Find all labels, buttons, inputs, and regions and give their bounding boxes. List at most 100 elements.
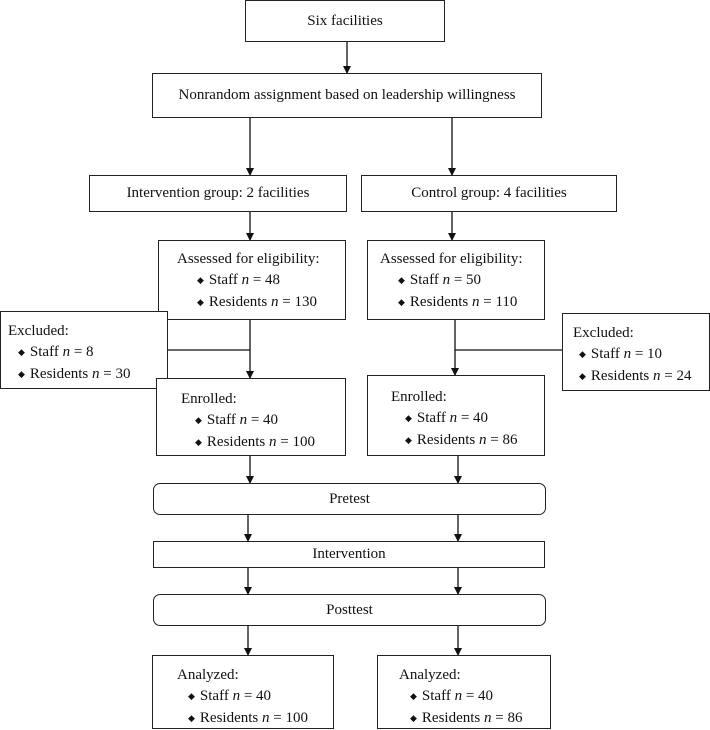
equals-sign: = xyxy=(479,294,496,310)
assessed-intervention-staff: ◆ Staff n = 48 xyxy=(177,270,345,292)
n-symbol: n xyxy=(232,688,241,704)
bullet-icon: ◆ xyxy=(195,415,202,425)
equals-sign: = xyxy=(247,412,264,428)
staff-count: 40 xyxy=(263,412,279,428)
analyzed-heading: Analyzed: xyxy=(399,667,461,683)
bullet-icon: ◆ xyxy=(18,369,25,379)
six-facilities-label: Six facilities xyxy=(307,12,383,29)
bullet-icon: ◆ xyxy=(398,297,405,307)
intervention-group-label: Intervention group: 2 facilities xyxy=(126,185,310,201)
staff-label: Staff xyxy=(416,410,446,426)
n-symbol: n xyxy=(484,710,492,726)
assessed-intervention-box: Assessed for eligibility: ◆Staff n = 48 … xyxy=(158,240,346,320)
equals-sign: = xyxy=(276,434,293,450)
assessed-heading: Assessed for eligibility: xyxy=(380,251,523,267)
staff-label: Staff xyxy=(208,272,238,288)
bullet-icon: ◆ xyxy=(405,413,412,423)
n-symbol: n xyxy=(262,710,270,726)
excluded-heading: Excluded: xyxy=(573,325,634,341)
pretest-label: Pretest xyxy=(329,490,370,507)
n-symbol: n xyxy=(442,272,451,288)
enrolled-intervention-box: Enrolled: ◆ Staff n = 40 ◆ Residents n = 1… xyxy=(156,378,346,456)
residents-label: Residents xyxy=(29,366,89,382)
n-symbol: n xyxy=(479,432,487,448)
excluded-intervention-residents: ◆Residents n = 30 xyxy=(8,364,167,386)
excluded-control-box: Excluded: ◆ Staff n = 10 ◆ Residents n = 2… xyxy=(562,313,710,391)
staff-count: 40 xyxy=(256,688,272,704)
assignment-label: Nonrandom assignment based on leadership… xyxy=(178,87,516,103)
n-symbol: n xyxy=(269,434,277,450)
n-symbol: n xyxy=(454,688,463,704)
bullet-icon: ◆ xyxy=(579,371,586,381)
residents-count: 86 xyxy=(502,432,518,448)
assessed-heading: Assessed for eligibility: xyxy=(177,251,320,267)
staff-count: 8 xyxy=(86,344,94,360)
bullet-icon: ◆ xyxy=(410,713,417,723)
analyzed-control-box: Analyzed: ◆Staff n = 40 ◆Residents n = 8… xyxy=(377,655,551,729)
excluded-control-residents: ◆ Residents n = 24 xyxy=(573,366,709,388)
staff-label: Staff xyxy=(409,272,439,288)
enrolled-intervention-staff: ◆ Staff n = 40 xyxy=(181,410,345,432)
excluded-intervention-box: Excluded: ◆Staff n = 8 ◆Residents n = 30 xyxy=(0,311,168,389)
bullet-icon: ◆ xyxy=(195,437,202,447)
n-symbol: n xyxy=(449,410,458,426)
staff-label: Staff xyxy=(421,688,451,704)
six-facilities-box: Six facilities xyxy=(245,0,445,42)
equals-sign: = xyxy=(631,346,648,362)
intervention-phase-label: Intervention xyxy=(312,546,386,562)
equals-sign: = xyxy=(70,344,87,360)
assessed-control-box: Assessed for eligibility: ◆Staff n = 50 … xyxy=(367,240,545,320)
analyzed-control-residents: ◆Residents n = 86 xyxy=(399,708,550,730)
n-symbol: n xyxy=(92,366,100,382)
intervention-phase-box: Intervention xyxy=(153,541,545,568)
residents-label: Residents xyxy=(199,710,259,726)
equals-sign: = xyxy=(278,294,295,310)
residents-count: 100 xyxy=(285,710,308,726)
equals-sign: = xyxy=(99,366,116,382)
bullet-icon: ◆ xyxy=(18,347,25,357)
residents-count: 130 xyxy=(294,294,317,310)
enrolled-heading: Enrolled: xyxy=(181,391,237,407)
assessed-control-staff: ◆Staff n = 50 xyxy=(380,270,544,292)
residents-label: Residents xyxy=(590,368,650,384)
n-symbol: n xyxy=(472,294,480,310)
staff-label: Staff xyxy=(206,412,236,428)
excluded-intervention-staff: ◆ Staff n = 8 xyxy=(8,342,167,364)
equals-sign: = xyxy=(462,688,479,704)
equals-sign: = xyxy=(450,272,467,288)
assessed-intervention-residents: ◆Residents n = 130 xyxy=(177,292,345,314)
posttest-label: Posttest xyxy=(326,601,373,618)
residents-count: 100 xyxy=(292,434,315,450)
control-group-label: Control group: 4 facilities xyxy=(411,185,567,201)
staff-label: Staff xyxy=(29,344,59,360)
staff-count: 40 xyxy=(473,410,489,426)
staff-label: Staff xyxy=(590,346,620,362)
residents-label: Residents xyxy=(208,294,268,310)
residents-label: Residents xyxy=(206,434,266,450)
bullet-icon: ◆ xyxy=(188,691,195,701)
assessed-control-residents: ◆Residents n = 110 xyxy=(380,292,544,314)
bullet-icon: ◆ xyxy=(410,691,417,701)
equals-sign: = xyxy=(486,432,503,448)
n-symbol: n xyxy=(241,272,250,288)
n-symbol: n xyxy=(623,346,632,362)
intervention-group-box: Intervention group: 2 facilities xyxy=(89,175,347,212)
analyzed-intervention-staff: ◆Staff n = 40 xyxy=(177,686,333,708)
bullet-icon: ◆ xyxy=(197,275,204,285)
enrolled-control-residents: ◆Residents n = 86 xyxy=(391,430,544,452)
n-symbol: n xyxy=(653,368,661,384)
residents-count: 86 xyxy=(507,710,523,726)
equals-sign: = xyxy=(660,368,677,384)
staff-count: 10 xyxy=(647,346,663,362)
staff-count: 48 xyxy=(265,272,281,288)
analyzed-heading: Analyzed: xyxy=(177,667,239,683)
residents-count: 24 xyxy=(676,368,692,384)
equals-sign: = xyxy=(249,272,266,288)
staff-label: Staff xyxy=(199,688,229,704)
n-symbol: n xyxy=(62,344,71,360)
n-symbol: n xyxy=(239,412,248,428)
analyzed-intervention-box: Analyzed: ◆Staff n = 40 ◆Residents n = 1… xyxy=(152,655,334,729)
bullet-icon: ◆ xyxy=(197,297,204,307)
residents-label: Residents xyxy=(416,432,476,448)
staff-count: 50 xyxy=(466,272,482,288)
